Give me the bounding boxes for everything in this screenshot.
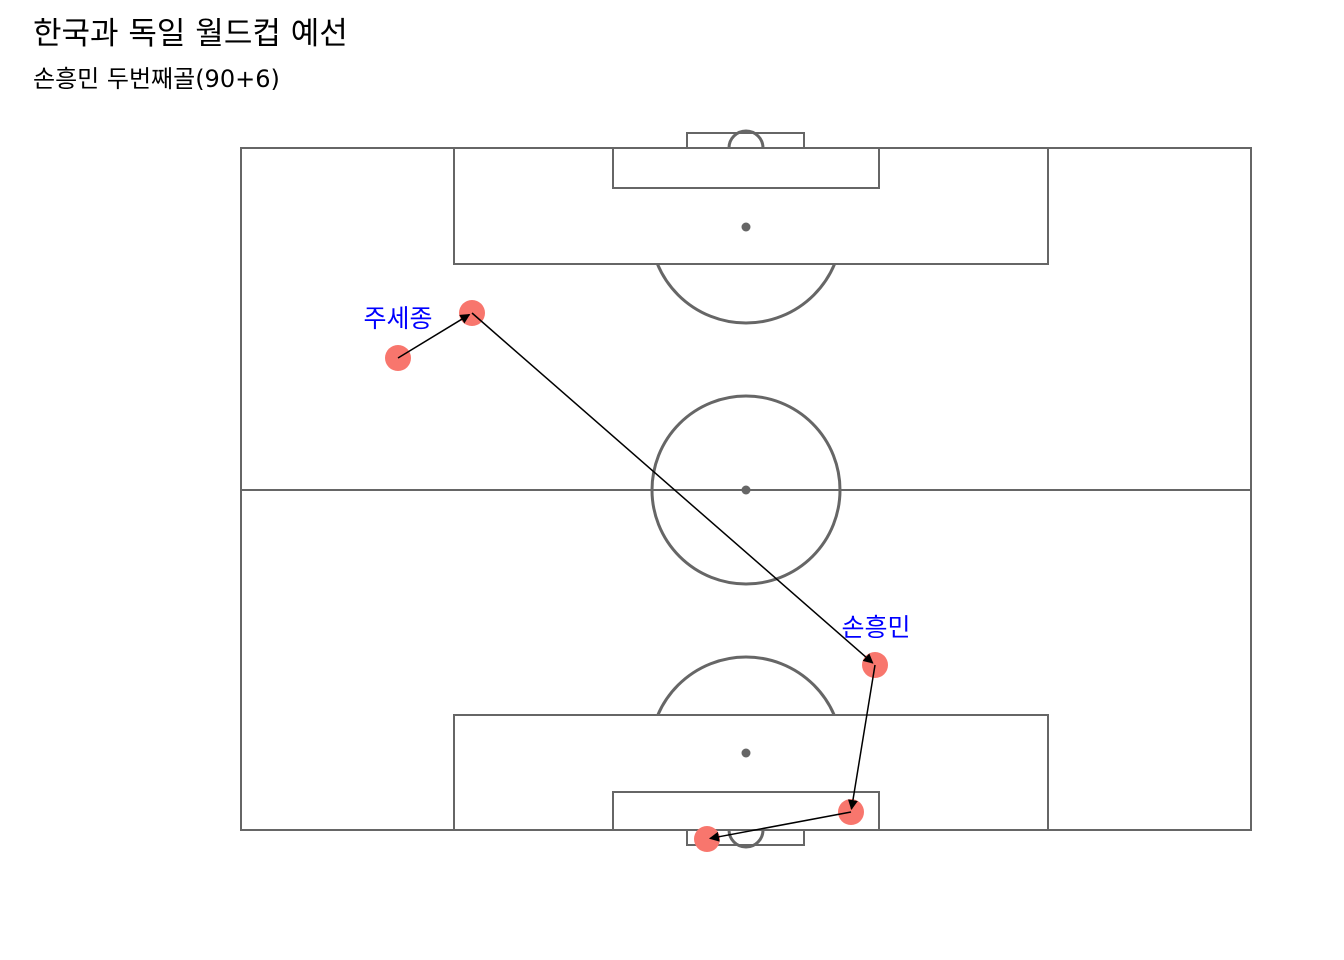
bottom-goal-arc (727, 830, 765, 849)
bottom-goal (686, 829, 805, 846)
top-penalty-spot (741, 222, 751, 232)
top-penalty-arc (655, 264, 837, 325)
pass-arrow (471, 312, 874, 664)
figure-subtitle: 손흥민 두번째골(90+6) (33, 65, 280, 93)
players (385, 300, 888, 852)
player-marker (694, 826, 720, 852)
passes (397, 312, 876, 842)
top-penalty-area (453, 147, 1049, 265)
pass-arrow (847, 664, 876, 811)
top-goal-area (612, 147, 880, 189)
bottom-penalty-arc (656, 655, 836, 715)
player-label: 주세종 (363, 304, 432, 333)
pitch-markings (240, 129, 1252, 849)
figure-title: 한국과 독일 월드컵 예선 (33, 16, 348, 52)
pass-arrow (397, 313, 471, 359)
top-goal-arc (727, 129, 765, 148)
player-label: 손흥민 (841, 613, 910, 642)
pass-arrow (708, 811, 852, 842)
center-circle (650, 394, 842, 586)
bottom-penalty-spot (741, 748, 751, 758)
bottom-penalty-area (453, 714, 1049, 831)
center-spot (741, 485, 751, 495)
top-goal (686, 132, 805, 149)
